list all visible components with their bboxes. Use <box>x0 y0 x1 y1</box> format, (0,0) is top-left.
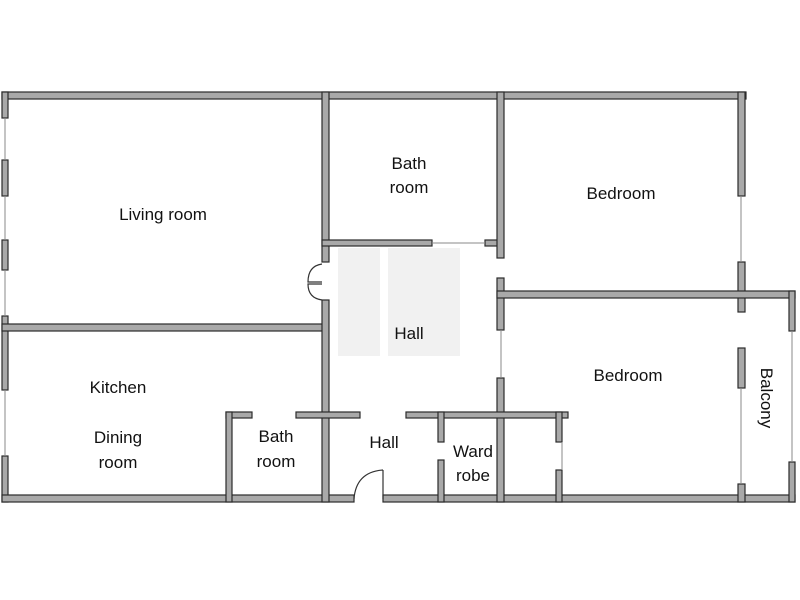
bedroom-top-label: Bedroom <box>587 184 656 203</box>
watermark <box>338 248 460 356</box>
room-labels: Living room Bath room Bedroom Hall Bedro… <box>90 154 776 485</box>
bath-room-top-label-1: Bath <box>392 154 427 173</box>
window-lines <box>4 118 793 484</box>
balcony-label: Balcony <box>757 368 776 429</box>
bath-room-bottom-label-1: Bath <box>259 427 294 446</box>
dining-room-label-2: room <box>99 453 138 472</box>
doors <box>307 263 384 500</box>
bedroom-bottom-label: Bedroom <box>594 366 663 385</box>
bath-room-bottom-label-2: room <box>257 452 296 471</box>
wardrobe-label-1: Ward <box>453 442 493 461</box>
kitchen-label: Kitchen <box>90 378 147 397</box>
walls <box>1 91 796 503</box>
bath-room-top-label-2: room <box>390 178 429 197</box>
dining-room-label-1: Dining <box>94 428 142 447</box>
hall-center-label: Hall <box>394 324 423 343</box>
wardrobe-label-2: robe <box>456 466 490 485</box>
living-room-label: Living room <box>119 205 207 224</box>
hall-entry-label: Hall <box>369 433 398 452</box>
